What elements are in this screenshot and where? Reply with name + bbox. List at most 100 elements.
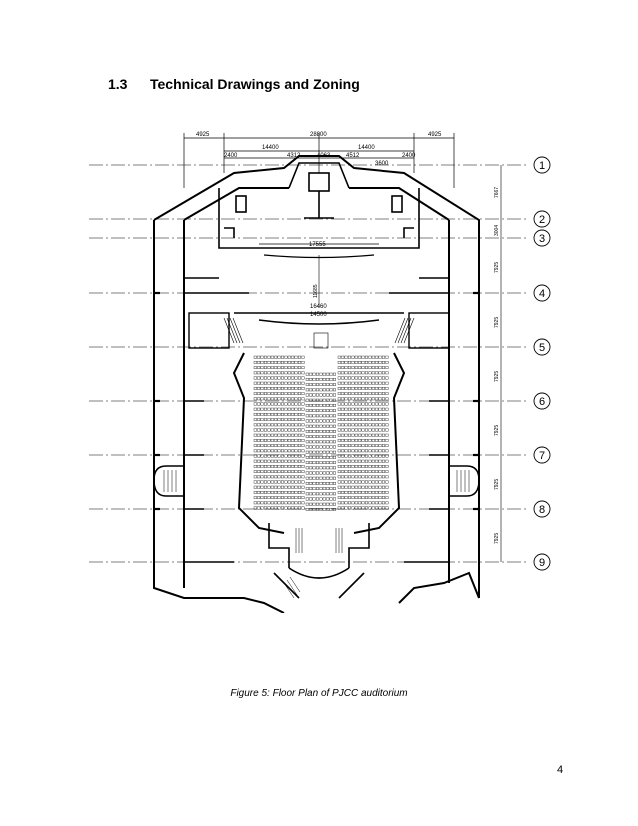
seat [351, 381, 355, 385]
seat [264, 387, 267, 390]
seat [253, 470, 257, 473]
seat [333, 409, 336, 412]
grid-label: 6 [539, 396, 545, 408]
seat [264, 407, 267, 411]
seat [344, 449, 348, 453]
seat [253, 355, 257, 359]
seat [260, 413, 264, 416]
seat [274, 407, 278, 411]
seat [260, 387, 264, 390]
seat [257, 402, 261, 406]
seat [298, 501, 301, 505]
seat [257, 413, 261, 416]
seat [382, 439, 385, 442]
seat [341, 444, 345, 447]
seat [312, 487, 316, 490]
seat [277, 387, 281, 390]
seat [264, 355, 267, 359]
seat [333, 393, 336, 397]
seat [260, 491, 264, 494]
seat [382, 470, 385, 473]
seat [294, 433, 298, 437]
seat [267, 465, 271, 468]
seat [378, 465, 382, 468]
seat [371, 428, 375, 432]
seat [309, 430, 313, 433]
seat [281, 459, 284, 463]
grid-label: 5 [539, 342, 545, 354]
seat [260, 402, 264, 406]
seat [284, 480, 288, 484]
seat [326, 492, 330, 496]
seat [337, 496, 341, 499]
seat [264, 439, 267, 442]
seat [333, 435, 336, 438]
seat [326, 487, 330, 490]
seat [333, 461, 336, 464]
seat [333, 404, 336, 407]
seat [322, 435, 326, 438]
seat [326, 435, 330, 438]
seat [354, 428, 358, 432]
seat [337, 470, 341, 473]
seat [365, 491, 368, 494]
seat [368, 459, 372, 463]
seat [274, 376, 278, 380]
seat [344, 407, 348, 411]
seat [351, 376, 355, 380]
seat [341, 454, 345, 458]
seat [368, 439, 372, 442]
seat [284, 418, 288, 421]
seat [385, 418, 389, 421]
seat [270, 496, 274, 499]
seat [319, 456, 323, 459]
seat [312, 492, 316, 496]
seat [309, 424, 313, 428]
seat [312, 502, 316, 506]
seat [319, 419, 323, 423]
seat [309, 404, 313, 407]
seat [291, 355, 295, 359]
seat [284, 475, 288, 479]
seat [264, 501, 267, 505]
seat [309, 461, 313, 464]
seat [298, 454, 301, 458]
seat [348, 485, 351, 489]
seat [319, 430, 323, 433]
seat [274, 449, 278, 453]
seat [257, 423, 261, 427]
seat [312, 414, 316, 418]
seat [319, 508, 323, 511]
seat [274, 485, 278, 489]
seat [319, 487, 323, 490]
seat [326, 372, 330, 376]
seat [382, 501, 385, 505]
seat [260, 433, 264, 437]
seat [375, 485, 379, 489]
seating-area [253, 355, 389, 511]
dim-text: 7925 [494, 533, 500, 544]
seat [316, 456, 319, 459]
seat [375, 480, 379, 484]
seat [341, 355, 345, 359]
seat [375, 392, 379, 395]
seat [305, 430, 309, 433]
seat [333, 466, 336, 470]
seat [371, 454, 375, 458]
seat [382, 366, 385, 369]
seat [319, 450, 323, 454]
seat [270, 465, 274, 468]
seat [337, 465, 341, 468]
seat [301, 428, 305, 432]
seat [385, 480, 389, 484]
seat [298, 480, 301, 484]
seat [270, 366, 274, 369]
seat [368, 444, 372, 447]
seat [301, 475, 305, 479]
seat [382, 355, 385, 359]
seat [358, 392, 362, 395]
seat [267, 361, 271, 364]
seat [341, 407, 345, 411]
seat [322, 383, 326, 386]
seat [351, 506, 355, 510]
